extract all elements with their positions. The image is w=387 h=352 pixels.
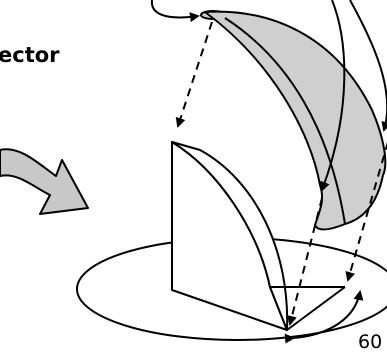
- top-curved-arrow: [150, 0, 200, 23]
- dashed-arrow-right: [345, 141, 387, 282]
- sector-slant-line: [286, 286, 346, 331]
- large-gray-arrow: [0, 148, 89, 215]
- dashed-arrow-left: [287, 197, 323, 326]
- angle-label: 60: [358, 331, 382, 352]
- dashed-arrow-top: [175, 21, 213, 128]
- angle-arc-arrow: [284, 290, 364, 344]
- right-curve-arrow-1: [320, 0, 346, 192]
- sector-label: ector: [0, 43, 60, 67]
- sheet-inner-edge: [224, 17, 346, 225]
